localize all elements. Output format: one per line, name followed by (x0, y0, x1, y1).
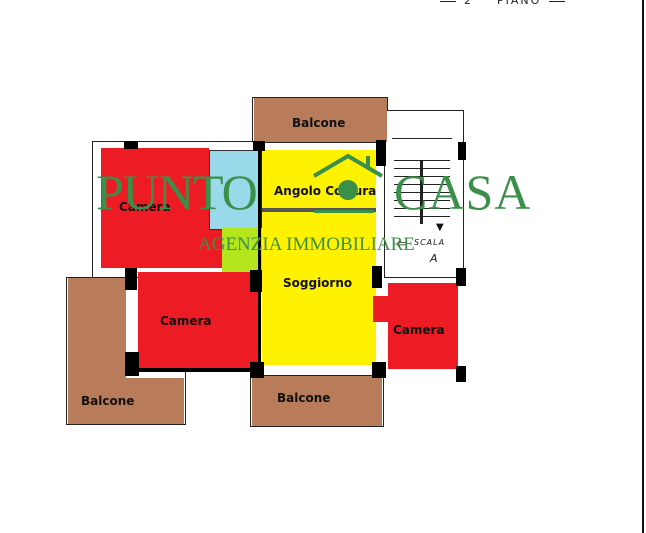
house-logo-icon (310, 150, 386, 216)
floor-label: PIANO (497, 0, 542, 7)
watermark-punto: PUNTO (96, 164, 258, 220)
pillar (456, 268, 466, 286)
room-camera-left: Camera (101, 148, 209, 268)
pillar (253, 141, 265, 151)
stair-divider (420, 160, 423, 224)
room-label: Balcone (81, 394, 135, 408)
room-balcone-top: Balcone (254, 98, 387, 142)
floor-title: 2° PIANO (432, 0, 573, 7)
watermark-tagline: AGENZIA IMMOBILIARE (198, 234, 415, 255)
stair-label: SCALA (414, 238, 446, 247)
stair-sub-label: A (430, 252, 438, 265)
pillar (124, 141, 138, 149)
title-dash-right (549, 0, 566, 2)
pillar (372, 266, 382, 288)
title-dash-left (440, 0, 456, 2)
room-camera-center: Camera (138, 272, 258, 368)
pillar (376, 140, 386, 166)
stair-arrow-icon: ▼ (436, 222, 444, 233)
stairs: ▼ SCALA A ⇦ (384, 110, 464, 278)
room-camera-right-ext (373, 296, 389, 322)
stair-landing-line (392, 138, 452, 139)
room-balcone-left-ext: Balcone (68, 378, 184, 424)
room-soggiorno: Soggiorno (262, 212, 376, 365)
pillar (458, 142, 466, 160)
wall-bottom-center (138, 368, 258, 372)
room-label: Camera (160, 314, 212, 328)
watermark-casa: CASA (394, 164, 532, 220)
room-label: Balcone (292, 116, 346, 130)
wall-center-vertical (258, 150, 261, 365)
page-edge-line (642, 0, 644, 533)
room-camera-right: Camera (388, 283, 458, 369)
entrance-arrow-icon: ⇦ (396, 236, 408, 252)
room-label: Camera (393, 323, 445, 337)
pillar (125, 268, 137, 290)
room-balcone-bottom: Balcone (252, 376, 382, 426)
pillar (125, 352, 139, 376)
room-label: Balcone (277, 391, 331, 405)
pillar (372, 362, 386, 378)
floor-number: 2° (464, 0, 481, 7)
room-label: Soggiorno (283, 276, 353, 290)
room-disimpegno (222, 228, 264, 274)
pillar (456, 366, 466, 382)
room-label: Camera (119, 200, 171, 214)
